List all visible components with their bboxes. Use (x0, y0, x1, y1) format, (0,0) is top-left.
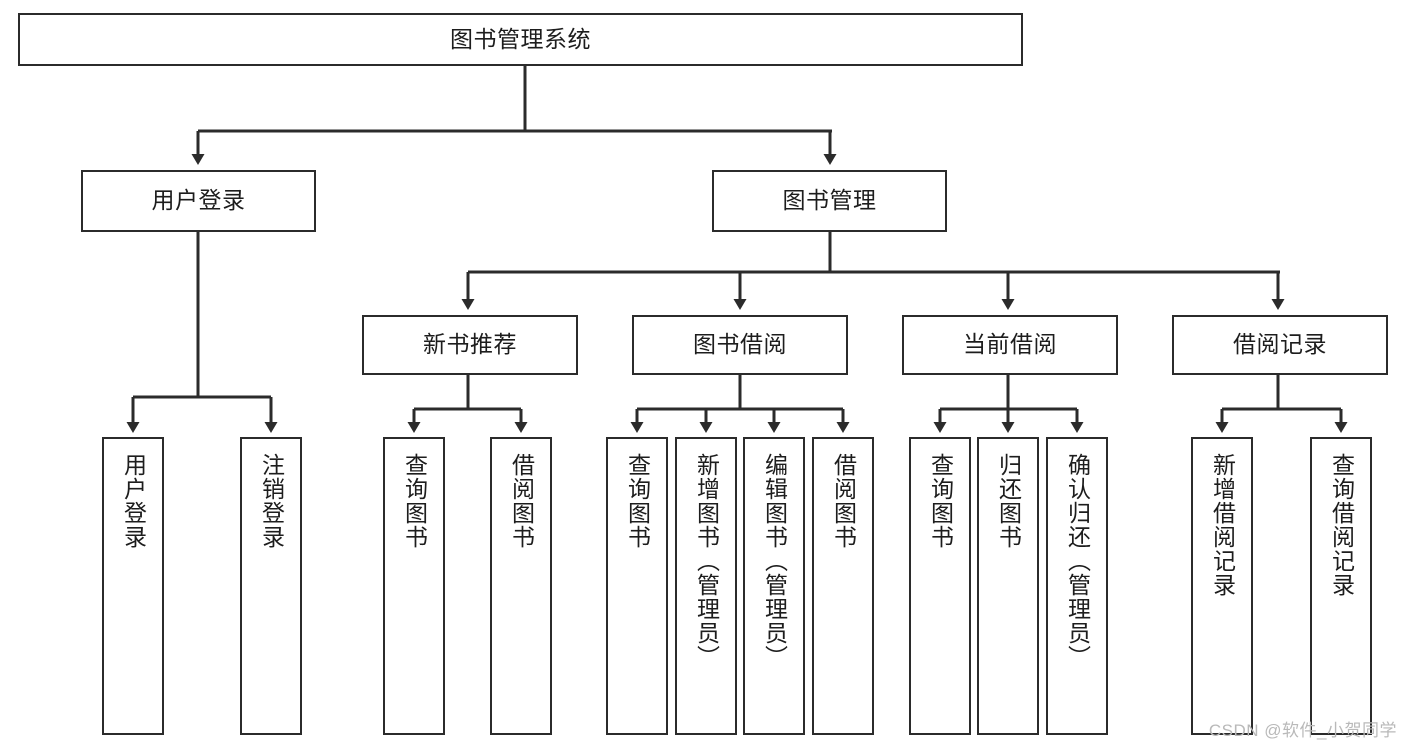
leaf-node-confirm-return-admin[interactable]: 确认归还（管理员） (1046, 437, 1108, 735)
node-root-book-management-system[interactable]: 图书管理系统 (18, 13, 1023, 66)
node-label: 新书推荐 (423, 331, 517, 358)
node-label: 用户登录 (120, 453, 147, 549)
node-book-borrow[interactable]: 图书借阅 (632, 315, 848, 375)
node-label: 编辑图书（管理员） (761, 453, 788, 669)
node-label: 注销登录 (258, 453, 285, 549)
leaf-node-user-logout[interactable]: 注销登录 (240, 437, 302, 735)
leaf-node-query-book-borrow[interactable]: 查询图书 (606, 437, 668, 735)
leaf-node-edit-book-admin[interactable]: 编辑图书（管理员） (743, 437, 805, 735)
node-label: 查询图书 (401, 453, 428, 549)
node-label: 查询图书 (927, 453, 954, 549)
leaf-node-query-borrow-record[interactable]: 查询借阅记录 (1310, 437, 1372, 735)
node-new-book-recommend[interactable]: 新书推荐 (362, 315, 578, 375)
node-label: 借阅图书 (830, 453, 857, 549)
leaf-node-user-login[interactable]: 用户登录 (102, 437, 164, 735)
node-label: 当前借阅 (963, 331, 1057, 358)
node-book-management[interactable]: 图书管理 (712, 170, 947, 232)
leaf-node-borrow-book[interactable]: 借阅图书 (812, 437, 874, 735)
leaf-node-query-book-current[interactable]: 查询图书 (909, 437, 971, 735)
node-label: 确认归还（管理员） (1064, 453, 1091, 669)
leaf-node-add-borrow-record[interactable]: 新增借阅记录 (1191, 437, 1253, 735)
node-label: 图书借阅 (693, 331, 787, 358)
node-label: 查询图书 (624, 453, 651, 549)
leaf-node-add-book-admin[interactable]: 新增图书（管理员） (675, 437, 737, 735)
node-borrow-record[interactable]: 借阅记录 (1172, 315, 1388, 375)
node-label: 借阅图书 (508, 453, 535, 549)
node-label: 查询借阅记录 (1328, 453, 1355, 597)
leaf-node-query-book-recommend[interactable]: 查询图书 (383, 437, 445, 735)
node-user-login[interactable]: 用户登录 (81, 170, 316, 232)
leaf-node-return-book[interactable]: 归还图书 (977, 437, 1039, 735)
node-label: 新增借阅记录 (1209, 453, 1236, 597)
node-label: 新增图书（管理员） (693, 453, 720, 669)
node-label: 用户登录 (151, 187, 246, 214)
node-label: 归还图书 (995, 453, 1022, 549)
node-current-borrow[interactable]: 当前借阅 (902, 315, 1118, 375)
node-label: 图书管理 (782, 187, 877, 214)
leaf-node-borrow-book-recommend[interactable]: 借阅图书 (490, 437, 552, 735)
node-label: 图书管理系统 (450, 25, 591, 52)
node-label: 借阅记录 (1233, 331, 1327, 358)
